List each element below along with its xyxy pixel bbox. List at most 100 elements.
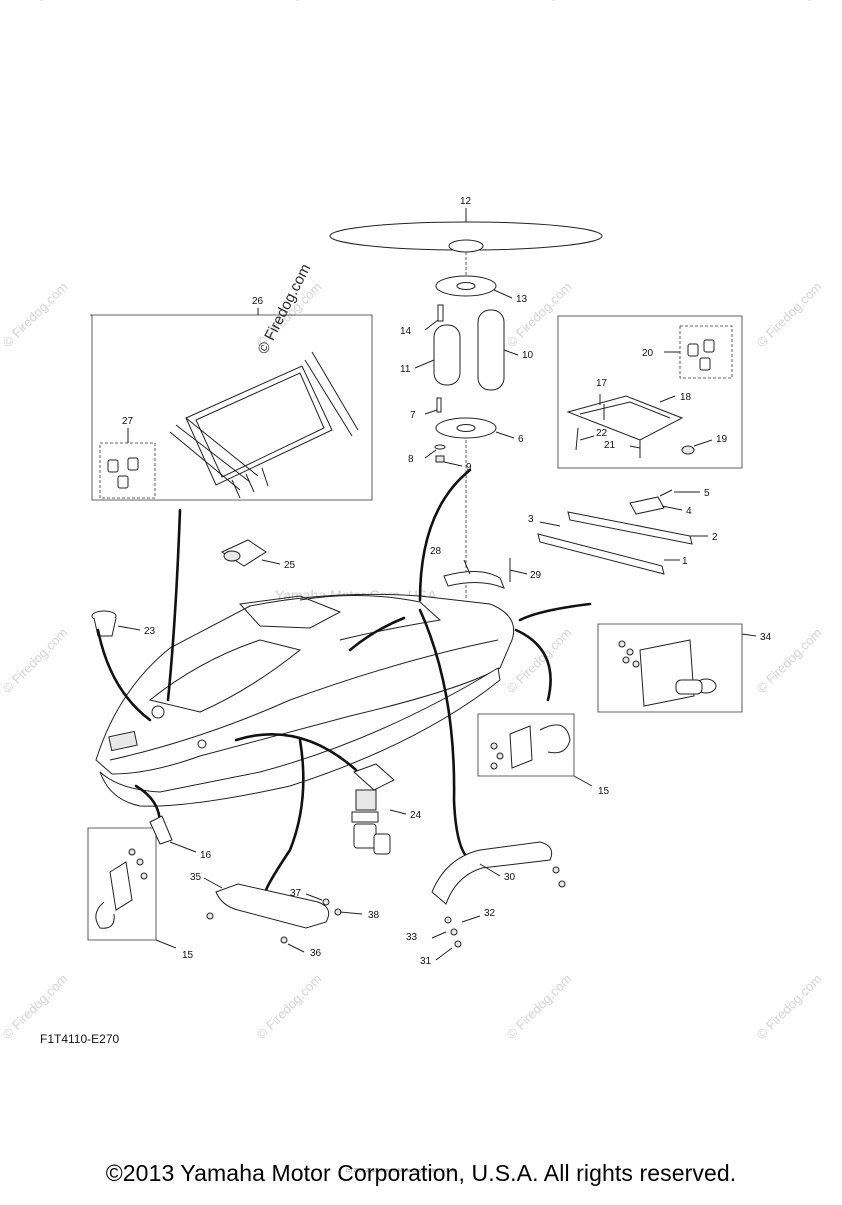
callout-16: 16 bbox=[200, 850, 212, 861]
ladder-legs bbox=[231, 467, 269, 499]
diagram-code: F1T4110-E270 bbox=[40, 1032, 119, 1046]
nut bbox=[626, 648, 634, 656]
nut bbox=[632, 660, 640, 668]
callout-23: 23 bbox=[144, 626, 156, 637]
callout-6: 6 bbox=[518, 434, 524, 445]
callout-27: 27 bbox=[122, 416, 134, 427]
nut bbox=[558, 880, 566, 888]
callout-5: 5 bbox=[704, 488, 710, 499]
box-outline bbox=[557, 315, 743, 469]
handle-35 bbox=[203, 877, 363, 953]
nut bbox=[618, 640, 626, 648]
callout-24: 24 bbox=[410, 810, 422, 821]
callout-33: 33 bbox=[406, 932, 418, 943]
leader-line bbox=[203, 877, 223, 889]
grab-handle bbox=[431, 841, 553, 905]
screw bbox=[659, 489, 673, 497]
step-plate bbox=[353, 763, 395, 791]
leader-line bbox=[339, 911, 363, 915]
hatch bbox=[151, 705, 165, 719]
lower-flange-hole bbox=[456, 424, 476, 432]
box-34-keyswitch bbox=[597, 623, 757, 713]
box-17-22-bracket bbox=[557, 315, 743, 469]
tube-left bbox=[433, 324, 461, 386]
rail-lower bbox=[537, 533, 665, 575]
watermark-text: © Firedog.com bbox=[504, 279, 575, 350]
nut bbox=[450, 928, 458, 936]
watermark-text: © Firedog.com bbox=[0, 625, 71, 696]
watermark-text-dark: © Firedog.com bbox=[254, 261, 314, 357]
watermark-text: © Firedog.com bbox=[754, 971, 825, 1042]
cup-holder-body bbox=[93, 617, 117, 637]
windshield bbox=[238, 595, 342, 629]
watermark-text: © Firedog.com bbox=[754, 279, 825, 350]
watermark-text: © Firedog.com bbox=[244, 0, 329, 1]
clip bbox=[127, 457, 139, 471]
leader-line bbox=[479, 863, 501, 877]
ladder-rail bbox=[304, 351, 359, 437]
screw bbox=[575, 427, 579, 451]
leader-line bbox=[435, 947, 453, 961]
arrow-bracket bbox=[418, 468, 472, 602]
box-26-ladder bbox=[90, 308, 373, 501]
watermark-text: © Firedog.com bbox=[0, 279, 71, 350]
cockpit bbox=[148, 639, 302, 713]
tiny-copyright: (c) 2000-2013 Yamaha Motor Corporation, … bbox=[346, 1168, 456, 1174]
boat-hull bbox=[95, 593, 515, 807]
leader-line bbox=[117, 625, 141, 631]
leader-line bbox=[493, 289, 513, 299]
arrow-mid bbox=[348, 616, 406, 652]
hull-lower bbox=[99, 667, 501, 807]
leader-line bbox=[579, 435, 595, 441]
leader-line bbox=[539, 521, 561, 527]
callout-20: 20 bbox=[642, 348, 654, 359]
leader-line bbox=[261, 559, 281, 565]
callout-15-left: 15 bbox=[182, 950, 194, 961]
callout-28: 28 bbox=[430, 546, 442, 557]
leader-line bbox=[495, 431, 515, 439]
box-outline bbox=[91, 314, 373, 501]
box-15-left bbox=[87, 815, 197, 949]
leader-line bbox=[693, 439, 713, 447]
screw bbox=[206, 912, 214, 920]
canopy-hub bbox=[448, 239, 484, 253]
watermark-text: © Firedog.com bbox=[254, 971, 325, 1042]
nut bbox=[140, 872, 148, 880]
leader-line bbox=[424, 409, 438, 415]
clip bbox=[117, 475, 129, 489]
callout-13: 13 bbox=[516, 294, 528, 305]
callout-1: 1 bbox=[682, 556, 688, 567]
tow-eye bbox=[95, 901, 115, 929]
callout-29: 29 bbox=[530, 570, 542, 581]
arrow-24 bbox=[234, 733, 358, 772]
pin bbox=[437, 304, 444, 322]
leader-line bbox=[155, 939, 177, 949]
nut bbox=[490, 762, 498, 770]
nut bbox=[454, 940, 462, 948]
callout-9: 9 bbox=[466, 462, 472, 473]
eye-plate bbox=[509, 725, 533, 769]
callout-14: 14 bbox=[400, 326, 412, 337]
hose-assembly bbox=[443, 558, 528, 589]
leader-line bbox=[661, 505, 683, 511]
ladder-rungs bbox=[169, 417, 259, 491]
callout-38: 38 bbox=[368, 910, 380, 921]
watermark-text: © Firedog.com bbox=[504, 625, 575, 696]
callout-2: 2 bbox=[712, 532, 718, 543]
callout-26: 26 bbox=[252, 296, 264, 307]
tow-eye bbox=[539, 724, 571, 754]
callout-30: 30 bbox=[504, 872, 516, 883]
leader-line bbox=[463, 559, 471, 575]
callout-3: 3 bbox=[528, 514, 534, 525]
canopy-assembly bbox=[329, 208, 603, 600]
deck-rail bbox=[299, 594, 442, 641]
bracket-detail bbox=[579, 401, 671, 420]
eye-plate bbox=[109, 861, 133, 911]
watermark-text: © Firedog.com bbox=[756, 0, 841, 1]
callout-22: 22 bbox=[596, 428, 608, 439]
callout-17: 17 bbox=[596, 378, 608, 389]
leader-line bbox=[461, 915, 481, 923]
hose bbox=[443, 571, 505, 589]
hull-stripe bbox=[109, 639, 499, 761]
cleat bbox=[197, 739, 207, 749]
